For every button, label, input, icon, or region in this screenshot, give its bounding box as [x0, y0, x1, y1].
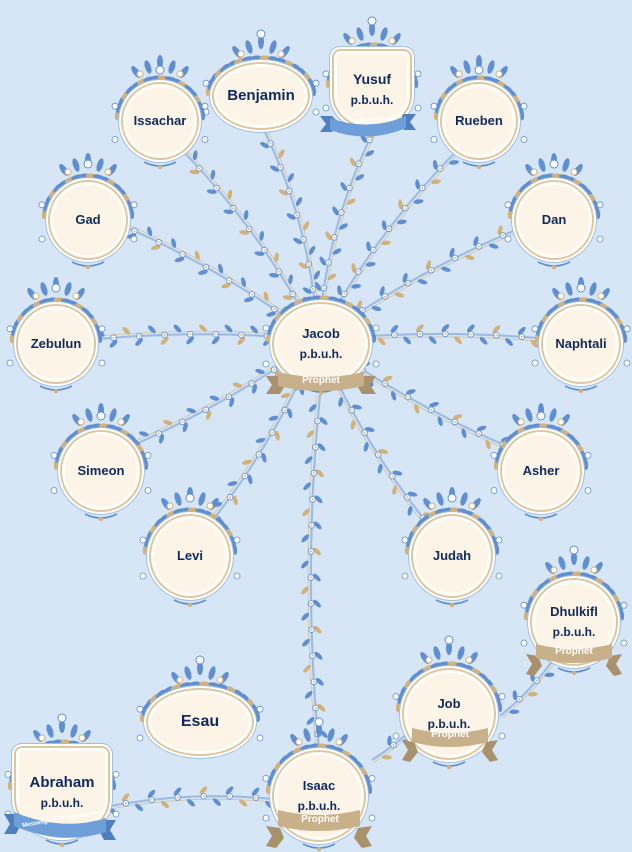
abraham-name: Abraham — [29, 773, 95, 791]
asher-name: Asher — [522, 462, 560, 478]
dhulkifl-name: Dhulkifl — [550, 604, 598, 620]
node-issachar: Issachar — [111, 55, 209, 170]
job-ribbon-label: Prophet — [431, 729, 469, 740]
job-name: Job — [437, 696, 461, 712]
node-isaac: Isaac p.b.u.h. Prophet — [262, 716, 376, 852]
dhulkifl-ribbon-label: Prophet — [555, 646, 593, 657]
floral-ornament — [139, 487, 241, 608]
node-asher: Asher — [490, 403, 592, 522]
prophet-ribbon — [526, 644, 622, 676]
rueben-name: Rueben — [455, 112, 503, 128]
isaac-ribbon-label: Prophet — [301, 814, 339, 825]
jacob-honorific: p.b.u.h. — [299, 346, 343, 361]
node-esau: Esau — [136, 636, 264, 760]
zebulun-name: Zebulun — [30, 335, 82, 351]
naphtali-name: Naphtali — [555, 335, 607, 351]
floral-ornament — [136, 655, 264, 742]
floral-ornament — [401, 487, 503, 608]
floral-ornament — [38, 153, 138, 270]
messengers-ribbon — [320, 114, 416, 137]
job-honorific: p.b.u.h. — [427, 716, 471, 731]
floral-ornament — [520, 545, 628, 676]
floral-ornament — [202, 29, 320, 116]
yusuf-name: Yusuf — [352, 71, 392, 88]
gad-name: Gad — [75, 211, 101, 227]
node-simeon: Simeon — [50, 403, 152, 522]
dhulkifl-honorific: p.b.u.h. — [552, 624, 596, 639]
floral-ornament — [262, 717, 376, 852]
floral-ornament — [50, 403, 152, 522]
node-zebulun: Zebulun — [6, 277, 106, 394]
floral-ornament — [504, 153, 604, 270]
floral-ornament — [6, 277, 106, 394]
node-job: Job p.b.u.h. Prophet — [392, 628, 506, 770]
yusuf-honorific: p.b.u.h. — [350, 92, 394, 107]
node-abraham: Abraham p.b.u.h. Messengers of Persevera… — [2, 680, 120, 848]
judah-name: Judah — [432, 547, 472, 563]
esau-name: Esau — [180, 712, 220, 730]
floral-ornament — [392, 635, 506, 770]
benjamin-name: Benjamin — [227, 87, 295, 105]
simeon-name: Simeon — [77, 462, 125, 478]
levi-name: Levi — [176, 547, 203, 563]
issachar-name: Issachar — [133, 112, 187, 128]
node-jacob: Jacob p.b.u.h. Prophet — [262, 288, 380, 398]
isaac-honorific: p.b.u.h. — [297, 798, 341, 813]
jacob-name: Jacob — [302, 326, 340, 342]
node-judah: Judah — [401, 487, 503, 608]
node-naphtali: Naphtali — [531, 277, 631, 394]
prophet-ribbon — [266, 810, 372, 848]
node-levi: Levi — [139, 487, 241, 608]
node-benjamin: Benjamin — [202, 14, 320, 134]
node-yusuf: Yusuf p.b.u.h. Messengers — [320, 8, 422, 139]
node-gad: Gad — [38, 153, 138, 270]
abraham-honorific: p.b.u.h. — [40, 796, 84, 811]
floral-ornament — [111, 55, 209, 170]
floral-ornament — [262, 295, 380, 396]
prophet-ribbon — [402, 728, 498, 762]
node-rueben: Rueben — [430, 55, 528, 170]
floral-ornament — [430, 55, 528, 170]
prophet-ribbon — [266, 372, 376, 394]
node-dhulkifl: Dhulkifl p.b.u.h. Prophet — [520, 540, 628, 682]
isaac-name: Isaac — [302, 778, 336, 794]
floral-ornament — [531, 277, 631, 394]
node-dan: Dan — [504, 153, 604, 270]
perseverance-ribbon — [4, 812, 116, 840]
jacob-ribbon-label: Prophet — [302, 375, 340, 386]
floral-ornament — [490, 403, 592, 522]
dan-name: Dan — [541, 211, 567, 227]
